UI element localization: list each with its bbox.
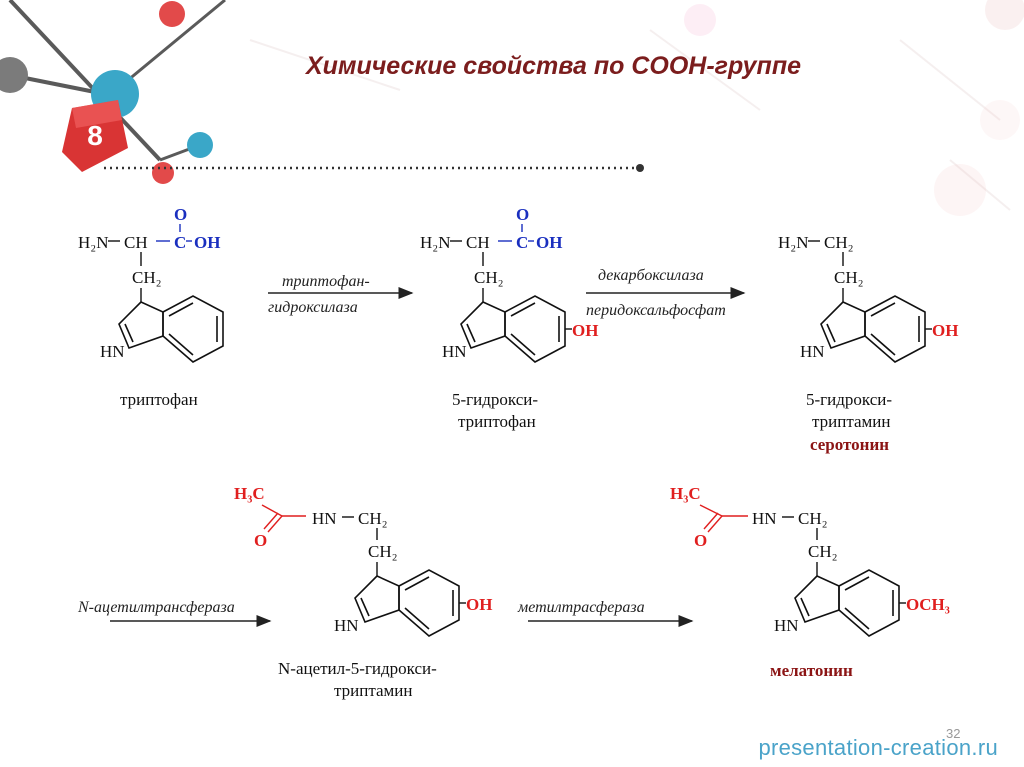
indole-nh: HN (442, 342, 467, 361)
methylene-group-1: CH₂ (798, 509, 828, 528)
indole-nh: HN (334, 616, 359, 635)
methylene-group: CH₂ (132, 268, 162, 287)
serotonin-structure: H₂N CH₂ CH₂ OH HN (778, 233, 958, 363)
carboxyl-carbon: C (174, 233, 186, 252)
carboxyl-carbon: C (516, 233, 528, 252)
alpha-carbon: CH (466, 233, 490, 252)
amino-group: H₂N (778, 233, 808, 252)
acetylserotonin-label-1: N-ацетил-5-гидрокси- (278, 659, 437, 678)
red-node-small (152, 162, 174, 184)
enzyme-2-line1: декарбоксилаза (598, 267, 704, 284)
acetyl-oxygen: O (694, 531, 707, 550)
enzyme-2-line2: перидоксальфосфат (586, 302, 726, 319)
methylene-group-2: CH₂ (834, 268, 864, 287)
enzyme-4: метилтрасфераза (517, 599, 645, 616)
hydroxytryptophan-label-1: 5-гидрокси- (452, 390, 538, 409)
red-node (159, 1, 185, 27)
enzyme-1-line1: триптофан- (282, 273, 370, 290)
page-number: 32 (946, 726, 961, 741)
serotonin-label-1: 5-гидрокси- (806, 390, 892, 409)
hydroxytryptophan-structure: H₂N CH C O OH CH₂ OH HN (420, 205, 598, 363)
methylene-group-2: CH₂ (368, 542, 398, 561)
tryptophan-label: триптофан (120, 390, 198, 409)
serotonin-label-2: триптамин (812, 412, 890, 431)
amide-nh: HN (312, 509, 337, 528)
slide-title: Химические свойства по СООН-группе (306, 52, 801, 80)
hydroxytryptophan-label-2: триптофан (458, 412, 536, 431)
hydroxyl-group: OH (536, 233, 562, 252)
indole-nh: HN (100, 342, 125, 361)
enzyme-3: N-ацетилтрансфераза (77, 599, 235, 616)
gray-node (0, 57, 28, 93)
hydroxyl-group: OH (194, 233, 220, 252)
acetylserotonin-label-2: триптамин (334, 681, 412, 700)
melatonin-structure: H₃C O HN CH₂ CH₂ OCH₃ HN (670, 484, 950, 637)
slide-badge-number: 8 (87, 120, 103, 151)
ring-hydroxyl: OH (572, 321, 598, 340)
alpha-carbon: CH (124, 233, 148, 252)
enzyme-1-line2: гидроксилаза (268, 299, 358, 316)
methylene-group-1: CH₂ (824, 233, 854, 252)
acetyl-methyl: H₃C (234, 484, 265, 503)
indole-nh: HN (774, 616, 799, 635)
blue-node-small (187, 132, 213, 158)
methylene-group: CH₂ (474, 268, 504, 287)
methylene-group-2: CH₂ (808, 542, 838, 561)
melatonin-label: мелатонин (770, 661, 853, 680)
serotonin-name: серотонин (810, 435, 889, 454)
amino-group: H₂N (78, 233, 108, 252)
methylene-group-1: CH₂ (358, 509, 388, 528)
ring-hydroxyl: OH (932, 321, 958, 340)
indole-nh: HN (800, 342, 825, 361)
carboxyl-oxygen: O (516, 205, 529, 224)
acetyl-methyl: H₃C (670, 484, 701, 503)
amide-nh: HN (752, 509, 777, 528)
ring-hydroxyl: OH (466, 595, 492, 614)
methoxy-group: OCH₃ (906, 595, 950, 614)
acetylserotonin-structure: H₃C O HN CH₂ CH₂ OH HN (234, 484, 492, 637)
amino-group: H₂N (420, 233, 450, 252)
carboxyl-oxygen: O (174, 205, 187, 224)
footer-brand: presentation-creation.ru (758, 735, 998, 760)
tryptophan-structure: H₂N CH C O OH CH₂ HN (78, 205, 224, 363)
acetyl-oxygen: O (254, 531, 267, 550)
